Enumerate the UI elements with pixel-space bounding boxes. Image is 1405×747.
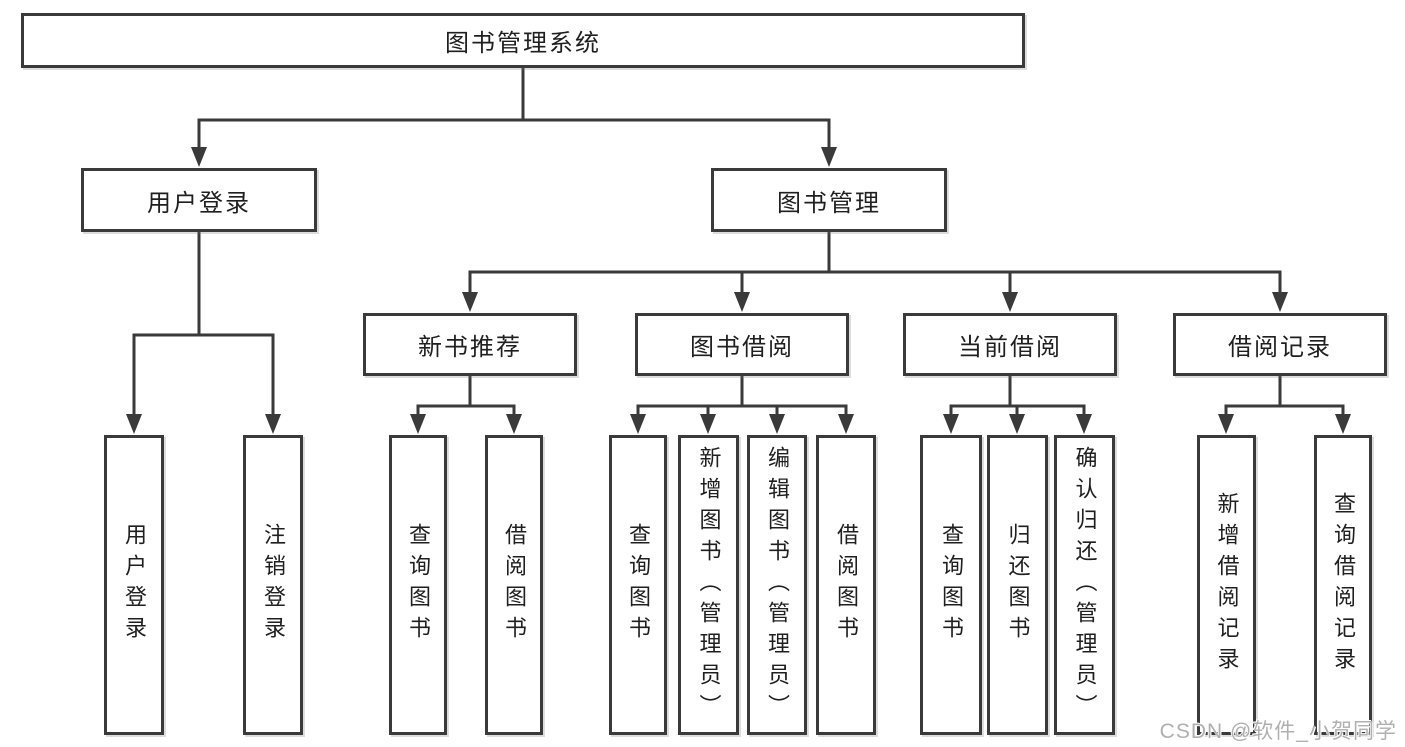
leaf-confirm-return-admin-label: 确认归还（管理员） — [1072, 445, 1098, 725]
connector-current-split — [949, 376, 1086, 418]
leaf-query-borrow-record-label: 查询借阅记录 — [1331, 492, 1356, 678]
arrowhead — [1335, 414, 1351, 434]
leaf-query-books-borrowing-label: 查询图书 — [626, 523, 651, 647]
node-book-management: 图书管理 — [711, 168, 947, 232]
node-book-management-label: 图书管理 — [777, 189, 881, 217]
leaf-add-borrow-record: 新增借阅记录 — [1197, 435, 1256, 735]
leaf-add-borrow-record-label: 新增借阅记录 — [1214, 492, 1240, 678]
leaf-confirm-return-admin: 确认归还（管理员） — [1054, 435, 1115, 735]
arrowhead — [1218, 414, 1234, 434]
arrowhead — [126, 414, 142, 434]
leaf-query-books-recommend: 查询图书 — [389, 435, 447, 735]
leaf-logout-login: 注销登录 — [243, 435, 303, 735]
connector-recommend-split — [416, 376, 516, 418]
leaf-query-books-recommend-label: 查询图书 — [406, 523, 431, 647]
node-new-book-recommendation: 新书推荐 — [363, 313, 577, 376]
node-root-system: 图书管理系统 — [21, 13, 1025, 68]
node-user-login-label: 用户登录 — [147, 189, 251, 217]
leaf-borrow-books-borrowing-label: 借阅图书 — [834, 523, 859, 647]
node-book-borrowing: 图书借阅 — [635, 313, 849, 376]
arrowhead — [506, 414, 522, 434]
arrowhead — [821, 147, 837, 167]
leaf-add-books-admin: 新增图书（管理员） — [678, 435, 739, 735]
leaf-edit-books-admin-label: 编辑图书（管理员） — [765, 445, 790, 725]
arrowhead — [630, 414, 646, 434]
arrowhead — [943, 414, 959, 434]
connector-user-login-split — [132, 232, 275, 418]
leaf-query-books-current-label: 查询图书 — [939, 523, 964, 647]
leaf-user-login: 用户登录 — [104, 435, 164, 735]
arrowhead — [265, 414, 281, 434]
arrowhead — [410, 414, 426, 434]
arrowhead — [1009, 414, 1025, 434]
arrowhead — [1272, 292, 1288, 312]
leaf-logout-login-label: 注销登录 — [261, 523, 286, 647]
node-user-login: 用户登录 — [81, 168, 317, 232]
leaf-return-books: 归还图书 — [987, 435, 1048, 735]
arrowheads — [126, 147, 1351, 434]
arrowhead — [769, 414, 785, 434]
node-current-borrowing-label: 当前借阅 — [958, 334, 1062, 361]
arrowhead — [734, 292, 750, 312]
connector-borrow-split — [636, 376, 848, 418]
leaf-edit-books-admin: 编辑图书（管理员） — [747, 435, 807, 735]
connector-root-to-level2 — [197, 68, 831, 151]
node-borrowing-records-label: 借阅记录 — [1228, 334, 1332, 361]
leaf-query-borrow-record: 查询借阅记录 — [1314, 435, 1372, 735]
arrowhead — [700, 414, 716, 434]
node-borrowing-records: 借阅记录 — [1173, 313, 1387, 376]
arrowhead — [1002, 292, 1018, 312]
connector-book-mgmt-to-level3 — [468, 232, 1282, 296]
leaf-query-books-borrowing: 查询图书 — [609, 435, 667, 735]
leaf-query-books-current: 查询图书 — [920, 435, 982, 735]
leaf-borrow-books-recommend-label: 借阅图书 — [502, 523, 527, 647]
node-current-borrowing: 当前借阅 — [903, 313, 1117, 376]
node-book-borrowing-label: 图书借阅 — [690, 334, 794, 361]
arrowhead — [462, 292, 478, 312]
leaf-user-login-label: 用户登录 — [122, 523, 147, 647]
leaf-add-books-admin-label: 新增图书（管理员） — [696, 445, 722, 725]
node-new-book-recommendation-label: 新书推荐 — [418, 334, 522, 361]
arrowhead — [838, 414, 854, 434]
connector-records-split — [1224, 376, 1345, 418]
leaf-borrow-books-borrowing: 借阅图书 — [816, 435, 876, 735]
node-root-label: 图书管理系统 — [445, 30, 601, 57]
arrowhead — [1076, 414, 1092, 434]
leaf-borrow-books-recommend: 借阅图书 — [485, 435, 543, 735]
leaf-return-books-label: 归还图书 — [1005, 523, 1031, 647]
watermark: CSDN @软件_小贺同学 — [1159, 720, 1397, 743]
arrowhead — [191, 147, 207, 167]
